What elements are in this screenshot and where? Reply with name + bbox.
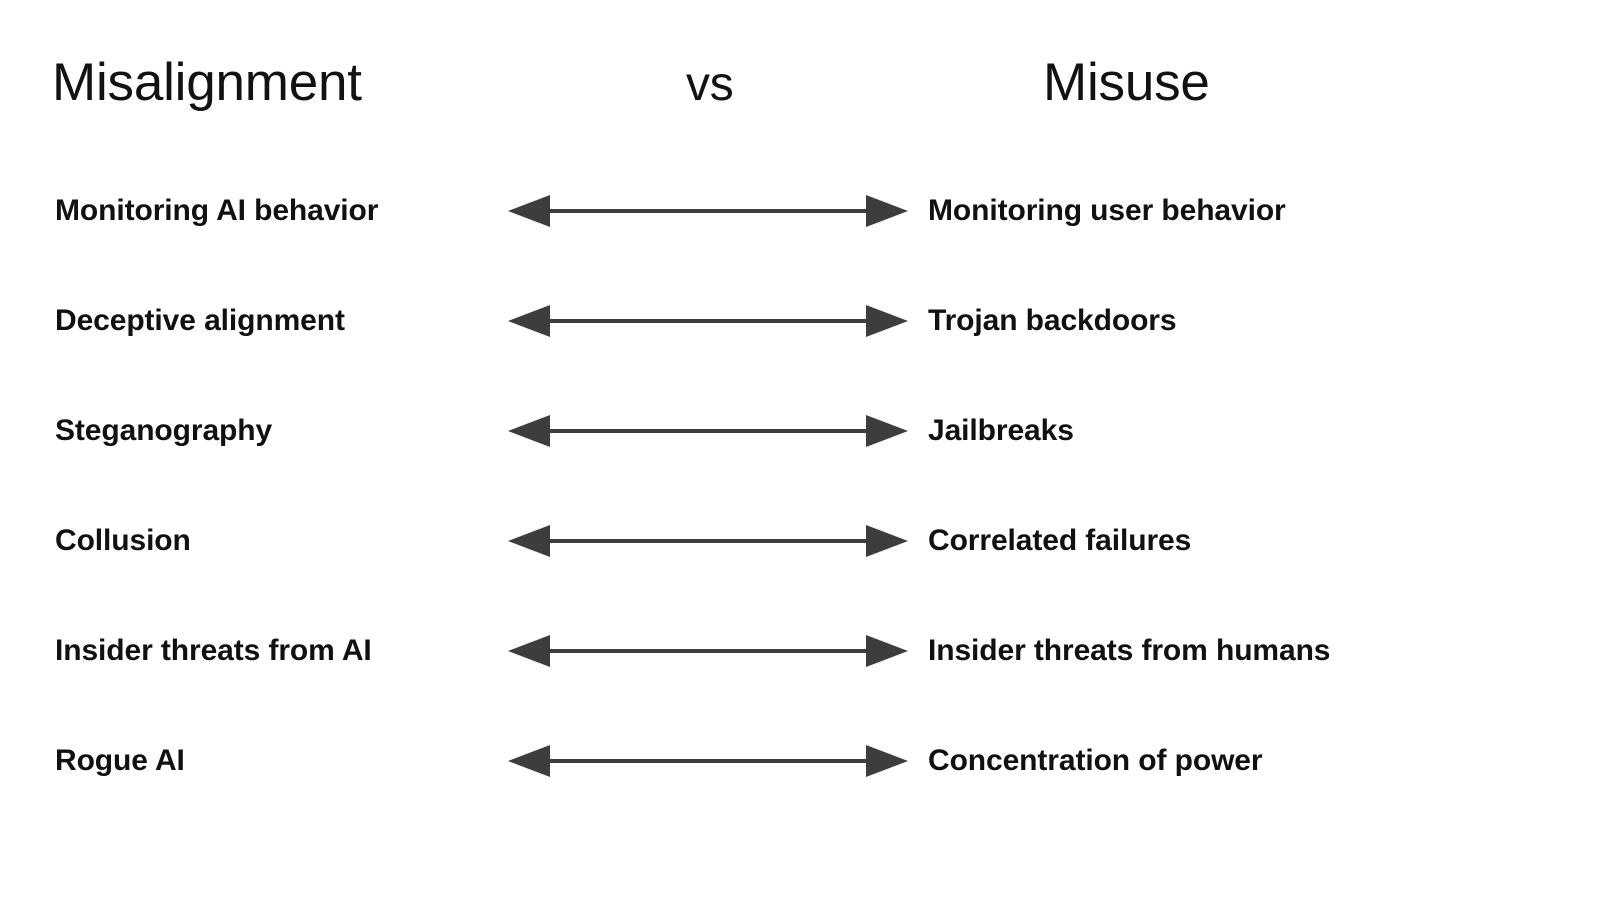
comparison-row: Rogue AI Concentration of power (0, 735, 1600, 845)
row-right-label: Trojan backdoors (928, 304, 1177, 337)
double-headed-arrow-icon (508, 195, 908, 227)
header-row: Misalignment vs Misuse (0, 48, 1600, 118)
comparison-row: Insider threats from AI Insider threats … (0, 625, 1600, 735)
double-headed-arrow-icon (508, 305, 908, 337)
comparison-row: Steganography Jailbreaks (0, 405, 1600, 515)
header-left-title: Misalignment (52, 53, 362, 112)
row-left-label: Insider threats from AI (55, 634, 372, 667)
row-right-label: Monitoring user behavior (928, 194, 1286, 227)
row-right-label: Jailbreaks (928, 414, 1074, 447)
row-left-label: Monitoring AI behavior (55, 194, 379, 227)
row-left-label: Deceptive alignment (55, 304, 345, 337)
double-headed-arrow-icon (508, 525, 908, 557)
row-right-label: Concentration of power (928, 744, 1263, 777)
double-headed-arrow-icon (508, 415, 908, 447)
row-left-label: Rogue AI (55, 744, 185, 777)
header-right-title: Misuse (1043, 53, 1210, 112)
row-left-label: Collusion (55, 524, 191, 557)
comparison-row: Collusion Correlated failures (0, 515, 1600, 625)
comparison-row: Monitoring AI behavior Monitoring user b… (0, 185, 1600, 295)
header-separator-vs: vs (686, 58, 734, 111)
comparison-row: Deceptive alignment Trojan backdoors (0, 295, 1600, 405)
comparison-rows: Monitoring AI behavior Monitoring user b… (0, 185, 1600, 845)
double-headed-arrow-icon (508, 635, 908, 667)
row-right-label: Correlated failures (928, 524, 1192, 557)
row-right-label: Insider threats from humans (928, 634, 1331, 667)
row-left-label: Steganography (55, 414, 273, 447)
double-headed-arrow-icon (508, 745, 908, 777)
